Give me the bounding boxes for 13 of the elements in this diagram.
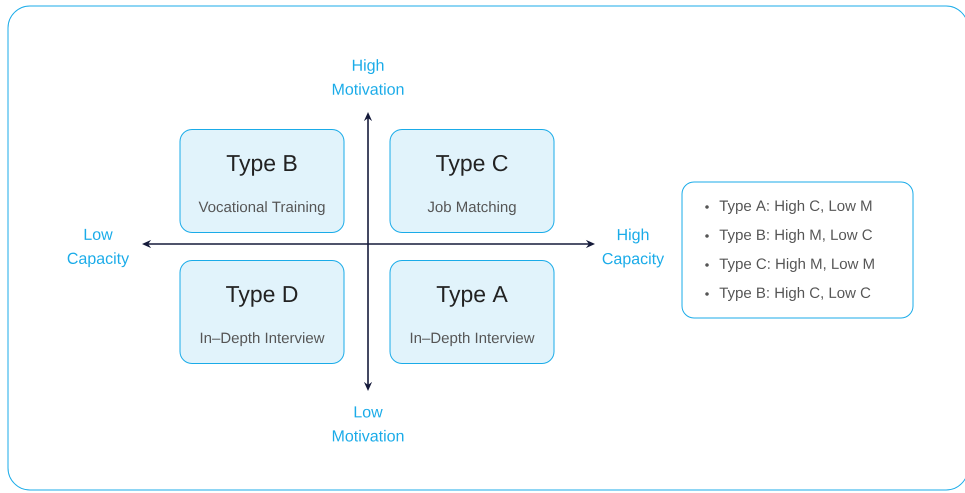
axis-label: High Motivation — [332, 59, 404, 95]
type-box: Type B Vocational Training — [180, 129, 344, 233]
axis-label: High Capacity — [602, 228, 664, 268]
key-line: Type C: High M, Low M — [720, 258, 874, 272]
key-line: Type A: High C, Low M — [720, 200, 872, 214]
type-box: Type C Job Matching — [390, 129, 554, 233]
type-box: Type D In–Depth Interview — [180, 260, 344, 364]
axis-label: Low Motivation — [332, 406, 404, 442]
axis-label: Low Capacity — [68, 228, 130, 268]
key-line: Type B: High C, Low C — [720, 287, 870, 301]
key-line: Type B: High M, Low C — [720, 229, 872, 243]
type-box: Type A In–Depth Interview — [390, 260, 554, 364]
key-box — [682, 182, 914, 318]
